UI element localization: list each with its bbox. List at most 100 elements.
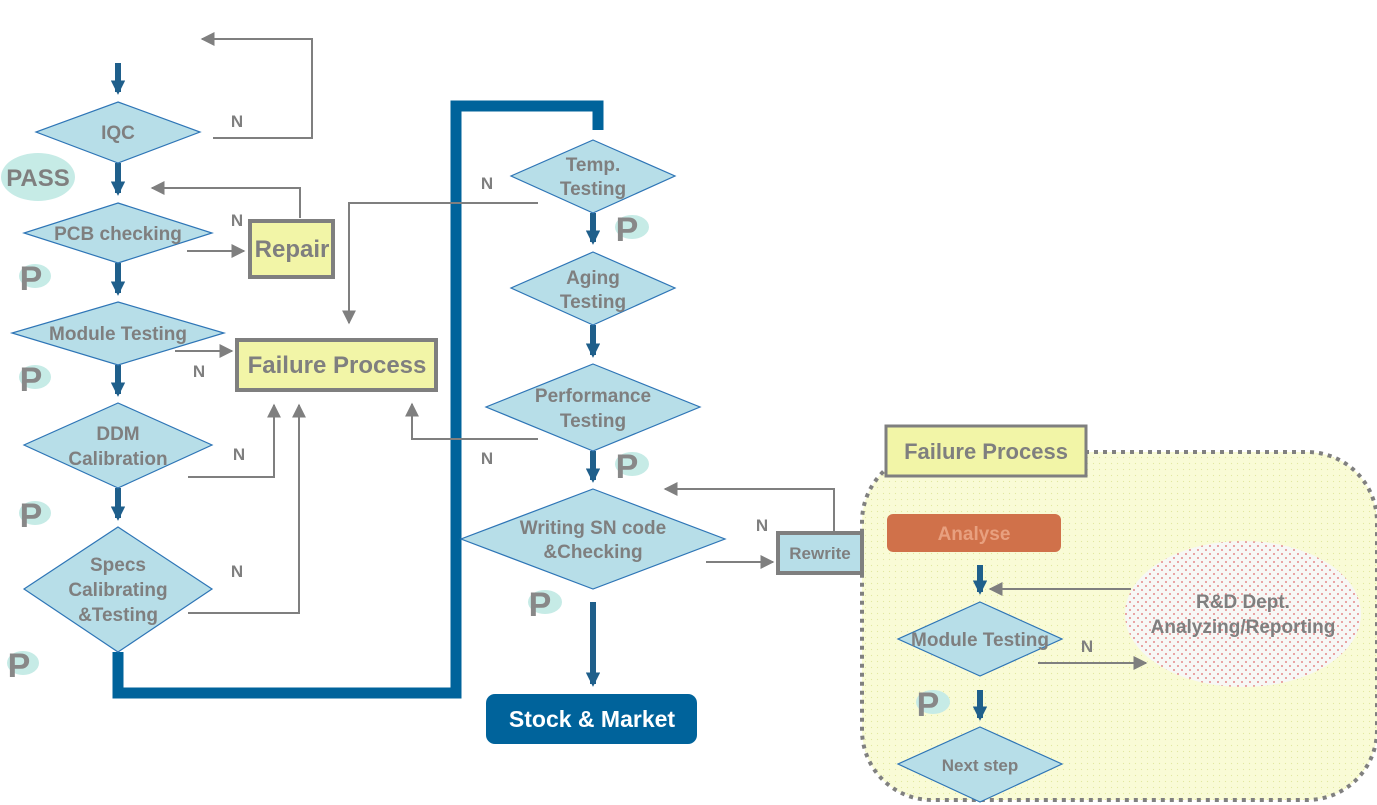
ddm-label-1: DDM <box>96 424 139 445</box>
panel-module-diamond <box>896 601 1064 677</box>
sn-node: Writing SN code &Checking <box>459 488 727 590</box>
perf-node: Performance Testing <box>484 363 702 452</box>
temp-to-failure-line <box>342 202 538 325</box>
pcb-label: PCB checking <box>54 224 182 245</box>
ddm-diamond <box>22 402 214 489</box>
svg-text:P: P <box>529 586 552 624</box>
failure-panel-title-node: Failure Process <box>884 424 1088 478</box>
svg-text:P: P <box>20 260 43 298</box>
svg-text:P: P <box>616 211 639 249</box>
rewrite-node: Rewrite <box>776 531 864 575</box>
pass-marker-ddm: P <box>19 497 51 535</box>
main-flow-connector <box>112 100 604 699</box>
specs-diamond <box>22 526 214 653</box>
specs-label-1: Specs <box>90 555 146 576</box>
next-step-label: Next step <box>942 756 1019 775</box>
pcb-diamond <box>22 202 214 264</box>
pass-marker-specs: P <box>7 647 39 685</box>
perf-label-1: Performance <box>535 386 651 407</box>
specs-label-2: Calibrating <box>68 580 167 601</box>
module-node: Module Testing <box>9 301 227 366</box>
reject-connectors <box>150 32 1148 670</box>
analyse-label: Analyse <box>938 524 1011 545</box>
no-label-module: N <box>193 362 205 381</box>
module-label: Module Testing <box>49 324 187 345</box>
repair-label: Repair <box>255 236 330 263</box>
panel-module-label: Module Testing <box>911 630 1049 651</box>
no-label-pcb: N <box>231 211 243 230</box>
no-label-specs: N <box>231 562 243 581</box>
rd-ellipse <box>1125 541 1361 687</box>
sn-diamond <box>459 488 727 590</box>
next-step-node: Next step <box>896 726 1064 803</box>
stock-market-label: Stock & Market <box>509 706 676 732</box>
failure-process-node: Failure Process <box>235 338 438 392</box>
pass-marker-pcb: P <box>19 260 51 298</box>
rd-label-1: R&D Dept. <box>1196 592 1290 613</box>
rewrite-return-line <box>663 482 835 531</box>
failure-panel-title: Failure Process <box>904 439 1068 464</box>
pcb-node: PCB checking <box>22 202 214 264</box>
ddm-node: DDM Calibration <box>22 402 214 489</box>
svg-text:P: P <box>616 448 639 486</box>
repair-node: Repair <box>248 219 335 279</box>
rewrite-box <box>776 531 864 575</box>
pass-text: PASS <box>6 165 70 192</box>
next-step-diamond <box>896 726 1064 803</box>
stock-market-box <box>486 694 697 744</box>
aging-label-2: Testing <box>560 292 626 313</box>
temp-label-1: Temp. <box>566 155 621 176</box>
iqc-reject-line <box>200 32 313 139</box>
temp-node: Temp. Testing <box>509 139 677 214</box>
failure-process-label: Failure Process <box>248 352 427 379</box>
pass-marker-module: P <box>19 361 51 399</box>
iqc-node: IQC <box>34 101 202 164</box>
temp-label-2: Testing <box>560 179 626 200</box>
rd-label-2: Analyzing/Reporting <box>1151 617 1336 638</box>
no-label-ddm: N <box>233 445 245 464</box>
pass-marker-perf: P <box>615 448 649 486</box>
pass-marker-panel-module: P <box>916 686 950 724</box>
module-diamond <box>9 301 227 366</box>
no-label-sn: N <box>756 516 768 535</box>
svg-text:P: P <box>20 497 43 535</box>
pass-marker-temp: P <box>615 211 649 249</box>
failure-process-box <box>235 338 438 392</box>
pass-markers: P P P P P P P P <box>7 211 950 724</box>
perf-to-failure-line <box>405 402 538 440</box>
iqc-label: IQC <box>101 123 135 144</box>
iqc-diamond <box>34 101 202 164</box>
analyse-node: Analyse <box>887 514 1061 552</box>
ddm-label-2: Calibration <box>68 449 167 470</box>
panel-module-node: Module Testing <box>896 601 1064 677</box>
svg-text:P: P <box>8 647 31 685</box>
pass-bubble <box>1 153 75 201</box>
aging-node: Aging Testing <box>509 251 677 326</box>
perf-label-2: Testing <box>560 411 626 432</box>
no-labels: N N N N N N N N N <box>193 112 1093 656</box>
specs-node: Specs Calibrating &Testing <box>22 526 214 653</box>
perf-diamond <box>484 363 702 452</box>
repair-return-line <box>150 181 301 218</box>
stock-market-node: Stock & Market <box>486 694 697 744</box>
rewrite-label: Rewrite <box>789 544 850 563</box>
no-label-temp: N <box>481 174 493 193</box>
svg-text:P: P <box>20 361 43 399</box>
analyse-box <box>887 514 1061 552</box>
svg-text:P: P <box>917 686 940 724</box>
pass-badge: PASS <box>1 153 75 201</box>
repair-box <box>248 219 335 279</box>
rd-node: R&D Dept. Analyzing/Reporting <box>1125 541 1361 687</box>
aging-diamond <box>509 251 677 326</box>
failure-panel-title-box <box>884 424 1088 478</box>
temp-diamond <box>509 139 677 214</box>
sn-label-2: &Checking <box>543 542 642 563</box>
aging-label-1: Aging <box>566 268 620 289</box>
ddm-to-failure-line <box>188 403 281 478</box>
no-label-panel-module: N <box>1081 637 1093 656</box>
specs-label-3: &Testing <box>78 605 158 626</box>
no-label-iqc: N <box>231 112 243 131</box>
no-label-perf: N <box>481 449 493 468</box>
pass-marker-sn: P <box>528 586 562 624</box>
